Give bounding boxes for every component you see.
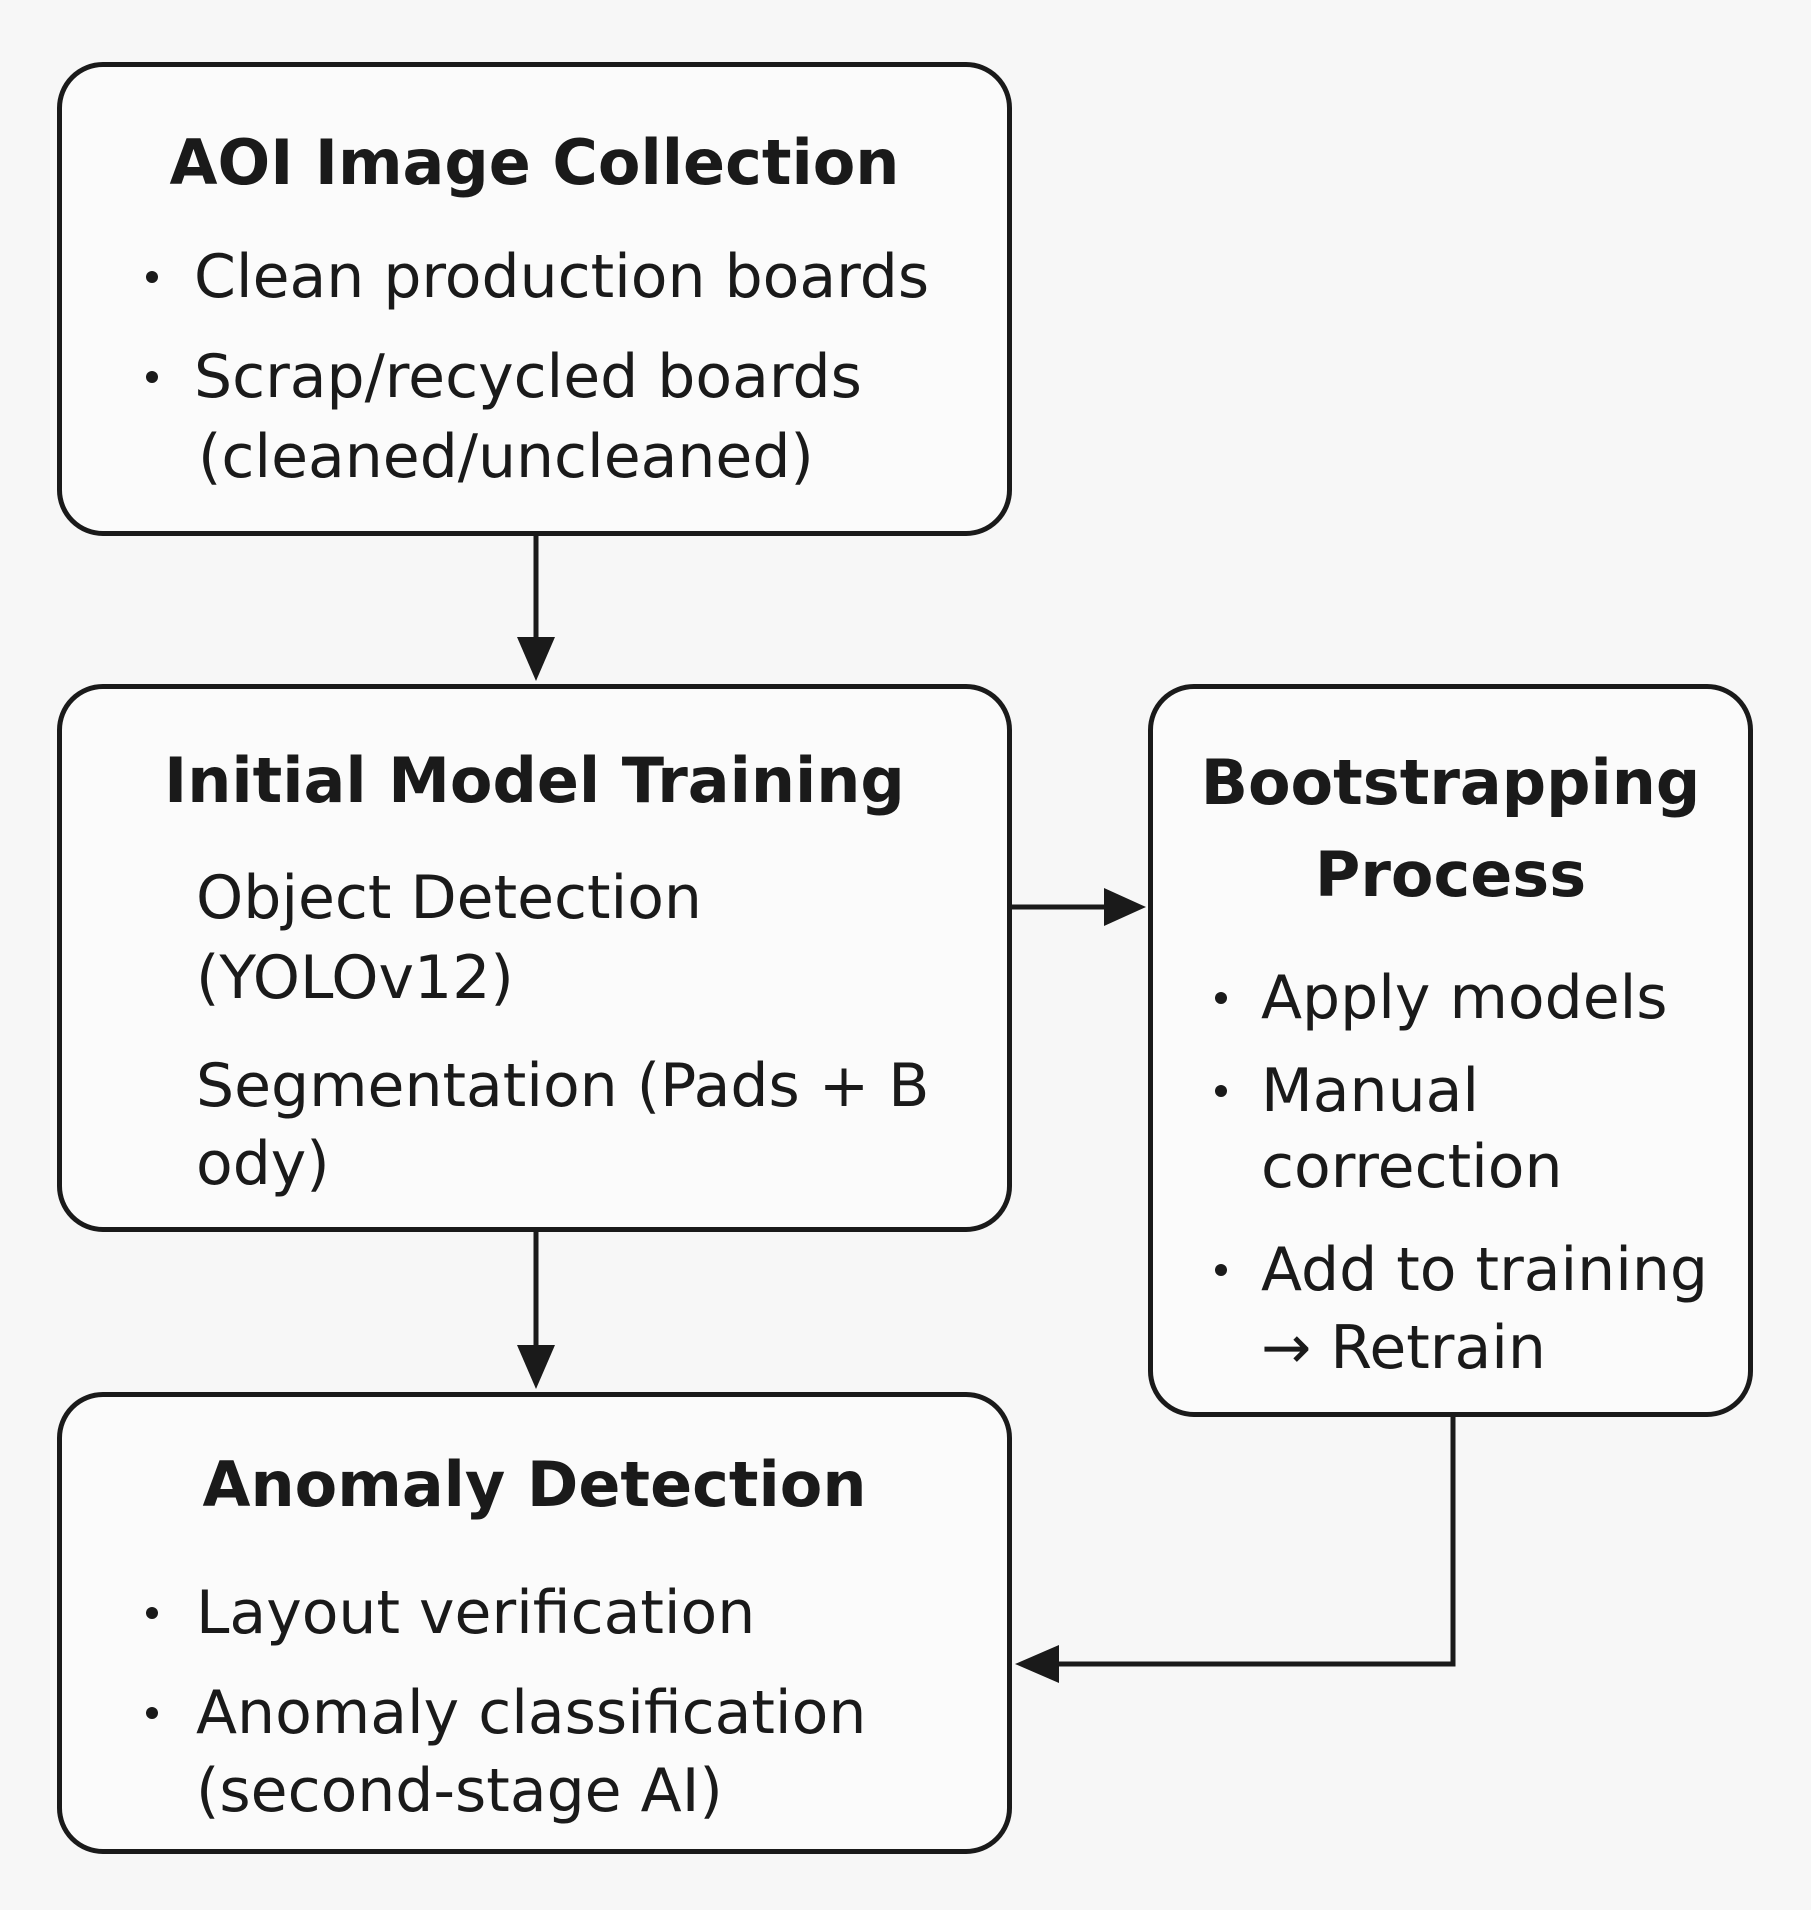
item-apply-models: Apply models bbox=[1261, 963, 1668, 1033]
edge-initial-training-to-anomaly bbox=[517, 1232, 555, 1389]
bullet-scrap-recycled-boards bbox=[146, 371, 158, 383]
bullet-layout-verification bbox=[146, 1607, 158, 1619]
bullet-apply-models bbox=[1215, 992, 1227, 1004]
bullet-manual-correction bbox=[1215, 1085, 1227, 1097]
bullet-anomaly-classification bbox=[146, 1707, 158, 1719]
initial-model-training-title: Initial Model Training bbox=[164, 744, 905, 817]
item-second-stage-ai: (second-stage AI) bbox=[196, 1756, 723, 1826]
item-segmentation-pads-body: Segmentation (Pads + B bbox=[196, 1051, 930, 1121]
edge-bootstrapping-to-anomaly bbox=[1015, 1417, 1456, 1683]
bootstrapping-process-title-line-2: Process bbox=[1314, 838, 1587, 911]
anomaly-detection-box: Anomaly Detection Layout verification An… bbox=[57, 1392, 1012, 1854]
item-cleaned-uncleaned: (cleaned/uncleaned) bbox=[198, 422, 814, 492]
initial-model-training-box: Initial Model Training Object Detection … bbox=[57, 684, 1012, 1232]
item-clean-production-boards: Clean production boards bbox=[194, 242, 930, 312]
bullet-clean-production-boards bbox=[146, 271, 158, 283]
aoi-image-collection-box: AOI Image Collection Clean production bo… bbox=[57, 62, 1012, 536]
edge-initial-training-to-bootstrapping bbox=[1012, 888, 1146, 926]
item-layout-verification: Layout verification bbox=[196, 1578, 756, 1648]
item-correction: correction bbox=[1261, 1132, 1563, 1202]
item-retrain: → Retrain bbox=[1261, 1313, 1546, 1383]
edge-aoi-to-initial-training bbox=[517, 536, 555, 681]
item-segmentation-continued: ody) bbox=[196, 1129, 330, 1199]
aoi-image-collection-title: AOI Image Collection bbox=[169, 126, 900, 199]
item-scrap-recycled-boards: Scrap/recycled boards bbox=[194, 342, 862, 412]
item-yolov12: (YOLOv12) bbox=[196, 943, 514, 1013]
item-manual: Manual bbox=[1261, 1056, 1480, 1126]
bootstrapping-process-title-line-1: Bootstrapping bbox=[1200, 746, 1701, 819]
anomaly-detection-title: Anomaly Detection bbox=[202, 1448, 867, 1521]
item-anomaly-classification: Anomaly classification bbox=[196, 1678, 867, 1748]
item-object-detection: Object Detection bbox=[196, 863, 702, 933]
bootstrapping-process-box: Bootstrapping Process Apply models Manua… bbox=[1148, 684, 1753, 1417]
item-add-to-training: Add to training bbox=[1261, 1235, 1708, 1305]
bullet-add-to-training bbox=[1215, 1264, 1227, 1276]
